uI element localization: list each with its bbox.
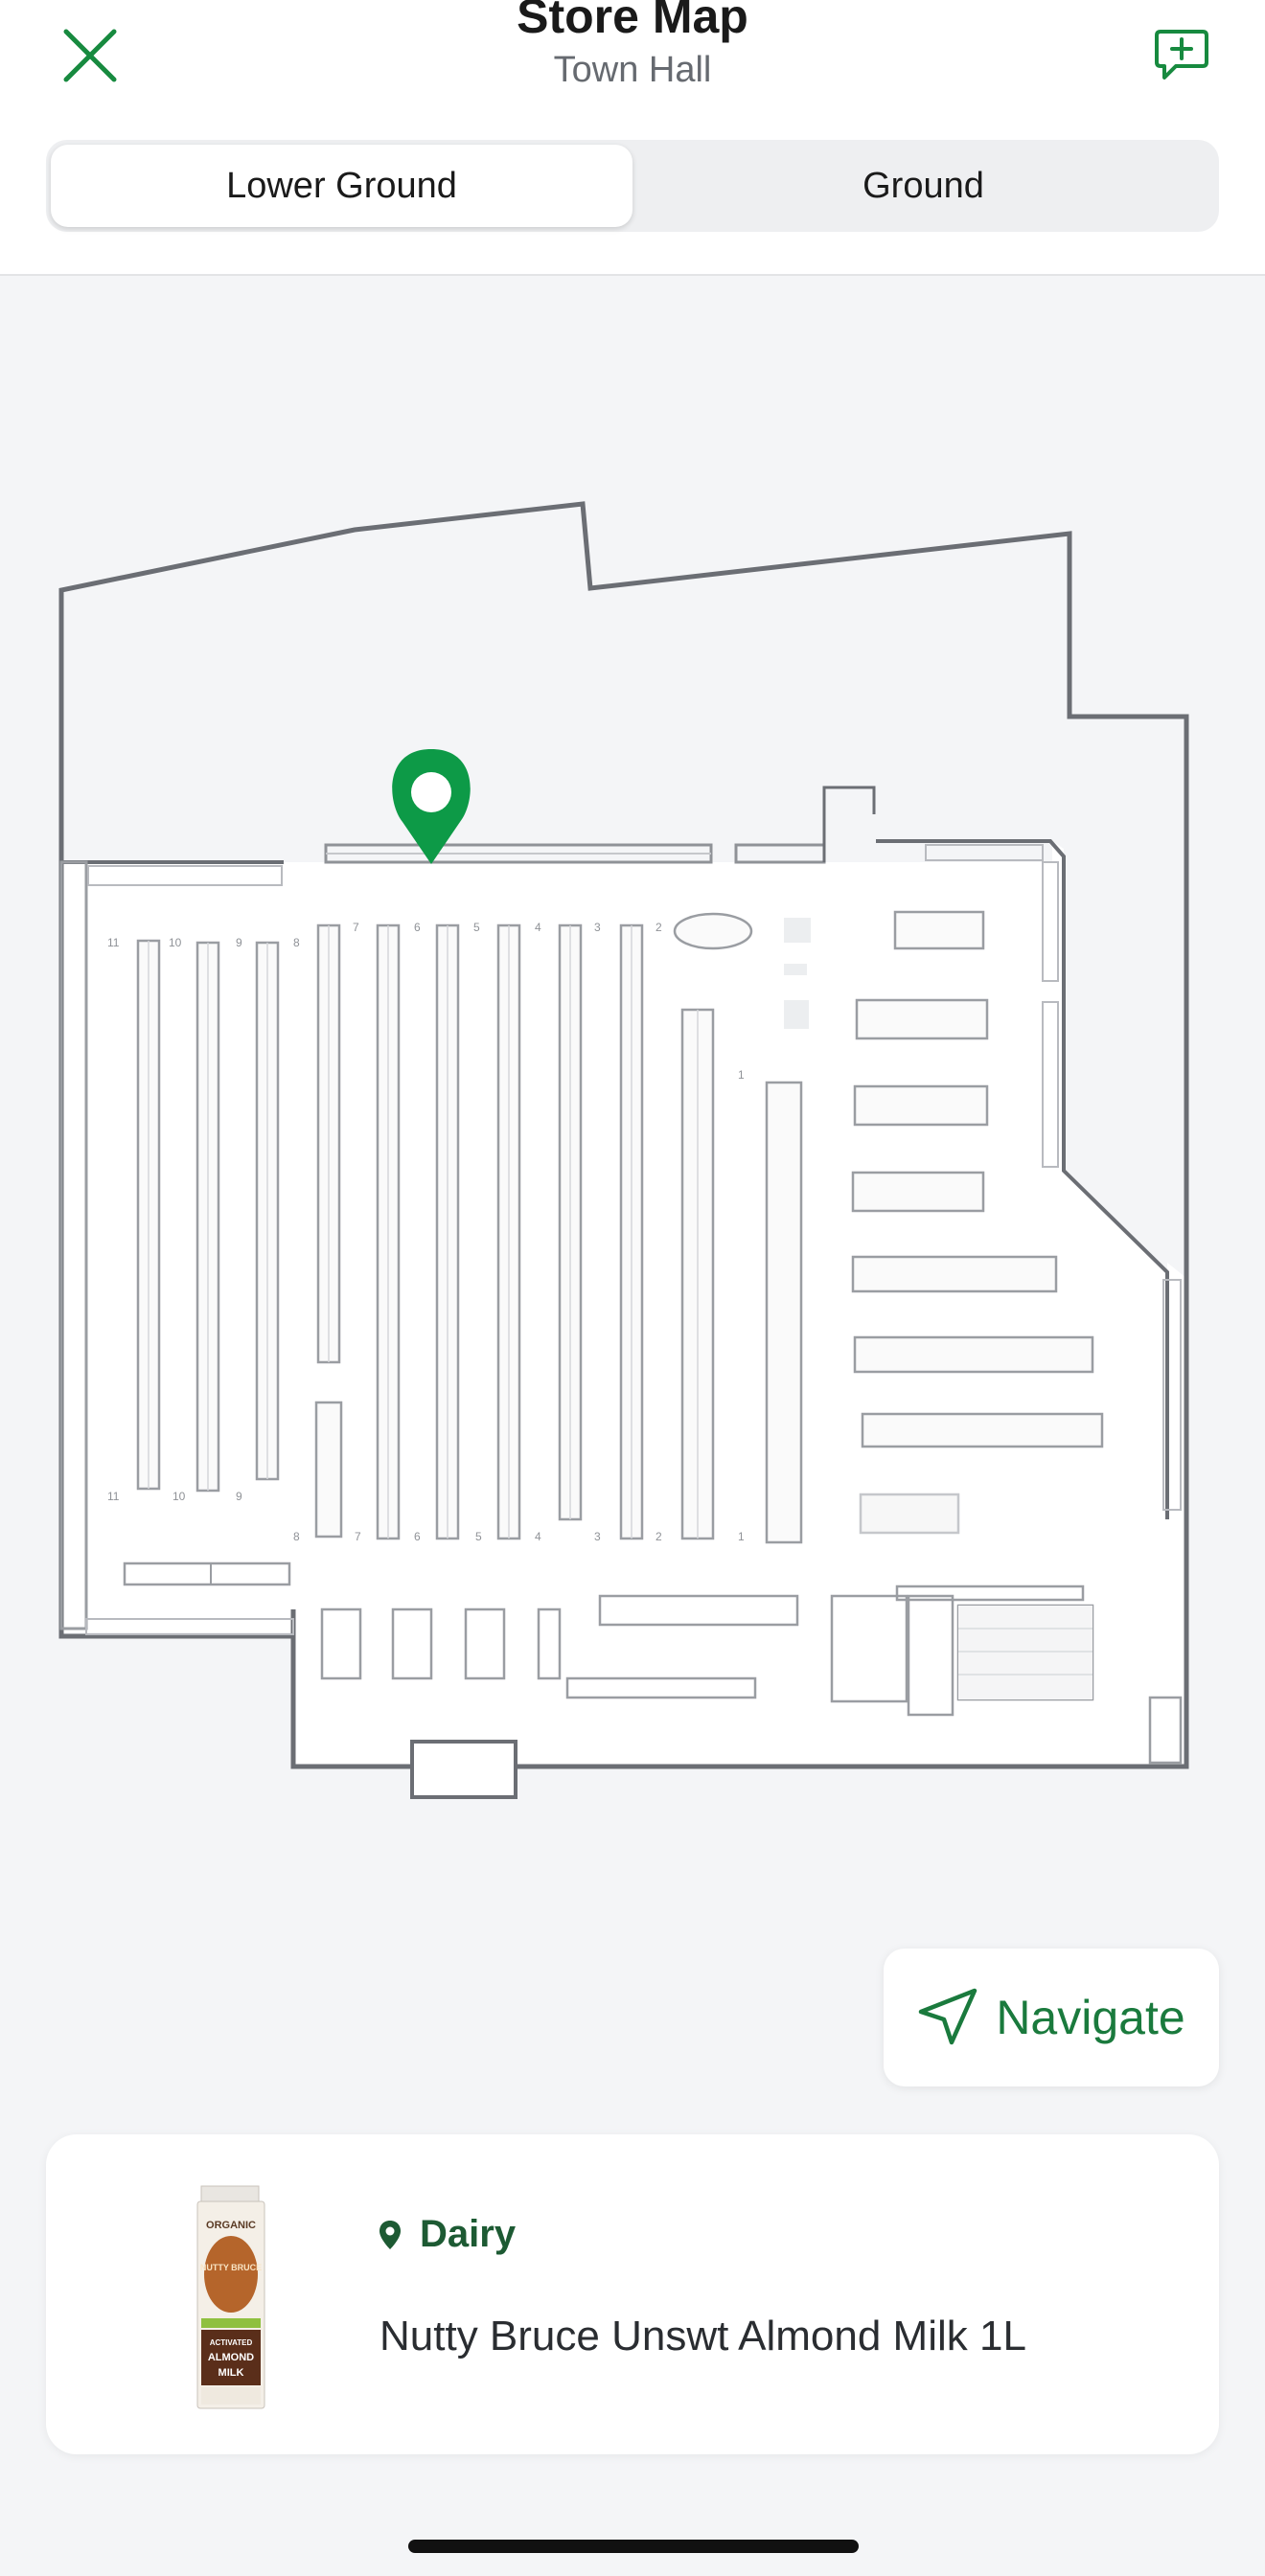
navigate-label: Navigate bbox=[996, 1991, 1185, 2044]
svg-text:ORGANIC: ORGANIC bbox=[206, 2220, 256, 2231]
svg-text:3: 3 bbox=[594, 1530, 601, 1543]
svg-text:10: 10 bbox=[172, 1490, 186, 1503]
tab-lower-ground[interactable]: Lower Ground bbox=[51, 145, 632, 227]
svg-text:5: 5 bbox=[473, 921, 480, 934]
svg-text:ALMOND: ALMOND bbox=[208, 2352, 254, 2363]
navigation-arrow-icon bbox=[919, 1988, 978, 2045]
svg-text:NUTTY BRUCE: NUTTY BRUCE bbox=[200, 2263, 262, 2272]
svg-text:8: 8 bbox=[293, 936, 300, 949]
product-card[interactable]: ORGANIC NUTTY BRUCE ACTIVATED ALMOND MIL… bbox=[46, 2134, 1219, 2454]
top-bar: Store Map Town Hall Lower Ground Ground bbox=[0, 0, 1265, 276]
svg-text:6: 6 bbox=[414, 1530, 421, 1543]
svg-text:4: 4 bbox=[535, 1530, 541, 1543]
feedback-button[interactable] bbox=[1148, 21, 1215, 88]
svg-text:4: 4 bbox=[535, 921, 541, 934]
map-pin-icon[interactable] bbox=[392, 749, 471, 864]
svg-text:7: 7 bbox=[355, 1530, 361, 1543]
svg-text:3: 3 bbox=[594, 921, 601, 934]
almond-milk-carton-image: ORGANIC NUTTY BRUCE ACTIVATED ALMOND MIL… bbox=[196, 2185, 265, 2409]
svg-text:MILK: MILK bbox=[218, 2367, 244, 2379]
close-button[interactable] bbox=[56, 21, 125, 90]
store-name: Town Hall bbox=[553, 50, 712, 90]
outer-wall bbox=[58, 501, 1189, 1265]
svg-text:6: 6 bbox=[414, 921, 421, 934]
svg-text:5: 5 bbox=[475, 1530, 482, 1543]
svg-text:1: 1 bbox=[738, 1068, 745, 1082]
close-icon bbox=[63, 29, 117, 82]
navigate-button[interactable]: Navigate bbox=[884, 1949, 1219, 2086]
feedback-plus-icon bbox=[1155, 30, 1208, 80]
svg-text:11: 11 bbox=[107, 936, 120, 949]
aisle-numbers: 11 10 9 8 7 6 5 4 3 2 1 11 10 9 8 7 6 5 … bbox=[107, 921, 745, 1543]
department-label: Dairy bbox=[420, 2213, 517, 2255]
location-pin-icon bbox=[380, 2220, 401, 2249]
svg-text:8: 8 bbox=[293, 1530, 300, 1543]
svg-text:10: 10 bbox=[169, 936, 182, 949]
svg-text:7: 7 bbox=[353, 921, 359, 934]
main-wall-left bbox=[290, 1265, 1189, 1769]
svg-text:2: 2 bbox=[656, 1530, 662, 1543]
tab-ground[interactable]: Ground bbox=[862, 165, 984, 206]
svg-text:2: 2 bbox=[656, 921, 662, 934]
page-title: Store Map bbox=[517, 0, 748, 43]
product-name: Nutty Bruce Unswt Almond Milk 1L bbox=[380, 2313, 1026, 2359]
store-map[interactable]: 11 10 9 8 7 6 5 4 3 2 1 11 10 9 8 7 6 5 … bbox=[0, 278, 1265, 1906]
svg-text:1: 1 bbox=[738, 1530, 745, 1543]
department-row: Dairy bbox=[378, 2213, 516, 2256]
svg-text:9: 9 bbox=[236, 936, 242, 949]
svg-text:9: 9 bbox=[236, 1490, 242, 1503]
display-tables bbox=[673, 910, 1104, 1535]
store-floor-plan: 11 10 9 8 7 6 5 4 3 2 1 11 10 9 8 7 6 5 … bbox=[58, 501, 1189, 1799]
floor-selector: Lower Ground Ground bbox=[46, 140, 1219, 232]
home-indicator[interactable] bbox=[408, 2540, 859, 2553]
svg-text:11: 11 bbox=[107, 1490, 120, 1503]
svg-text:ACTIVATED: ACTIVATED bbox=[210, 2338, 253, 2347]
